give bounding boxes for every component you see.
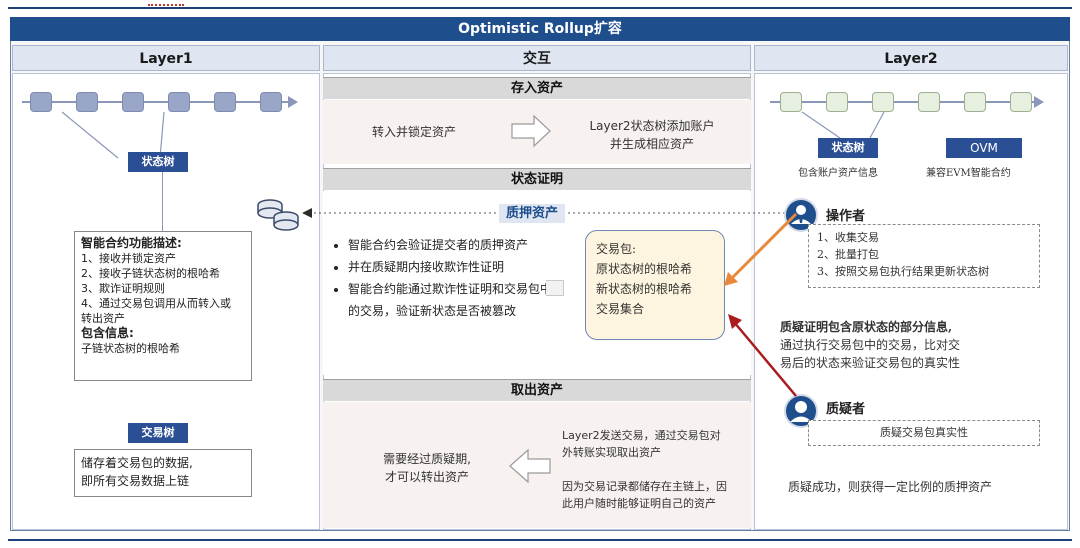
withdraw-right-text-1: Layer2发送交易，通过交易包对 外转账实现取出资产 — [562, 427, 747, 461]
bundle-line: 原状态树的根哈希 — [596, 262, 693, 276]
operator-item: 1、收集交易 — [817, 231, 879, 244]
stake-dashed-arrow — [302, 208, 498, 218]
challenge-note: 质疑证明包含原状态的部分信息, 通过执行交易包中的交易，比对交 易后的状态来验证… — [780, 318, 1050, 372]
operator-dashed-line — [568, 212, 788, 214]
withdraw-right-line: 外转账实现取出资产 — [562, 446, 661, 459]
contract-item: 转出资产 — [81, 312, 125, 325]
role-arrows — [724, 212, 798, 397]
operator-box: 1、收集交易 2、批量打包 3、按照交易包执行结果更新状态树 — [808, 224, 1040, 288]
proof-bullets: 智能合约会验证提交者的质押资产 并在质疑期内接收欺诈性证明 智能合约能通过欺诈性… — [334, 234, 556, 322]
state-tree-caption: 包含账户资产信息 — [798, 168, 878, 179]
proof-header: 状态证明 — [323, 168, 751, 190]
bundle-line: 交易集合 — [596, 302, 645, 316]
tx-bundle-box: 交易包: 原状态树的根哈希 新状态树的根哈希 交易集合 — [585, 230, 725, 340]
layer1-block — [214, 92, 236, 112]
layer2-block — [1010, 92, 1032, 112]
withdraw-header: 取出资产 — [323, 379, 751, 401]
proof-bullet: 智能合约会验证提交者的质押资产 — [348, 234, 556, 256]
withdraw-right-text-2: 因为交易记录都储存在主链上，因 此用户随时能够证明自己的资产 — [562, 478, 747, 512]
tx-tree-line: 即所有交易数据上链 — [81, 474, 190, 488]
operator-icon — [784, 198, 818, 232]
layer1-block — [76, 92, 98, 112]
contract-item: 1、接收并锁定资产 — [81, 252, 176, 265]
challenger-icon — [784, 394, 818, 428]
layer2-block — [918, 92, 940, 112]
layer2-block — [964, 92, 986, 112]
deposit-right-line: 并生成相应资产 — [609, 137, 694, 151]
diagram-title: Optimistic Rollup扩容 — [10, 17, 1070, 41]
right-arrow-icon — [511, 114, 551, 148]
layer2-chain-arrowhead — [1034, 96, 1044, 108]
proof-bullet: 并在质疑期内接收欺诈性证明 — [348, 256, 556, 278]
layer1-state-tree-label: 状态树 — [128, 152, 188, 172]
operator-item: 2、批量打包 — [817, 248, 879, 261]
bottom-divider-line — [8, 539, 1072, 541]
withdraw-right-line: 因为交易记录都储存在主链上，因 — [562, 480, 727, 493]
column-header-interaction: 交互 — [323, 45, 751, 71]
deposit-left-text: 转入并锁定资产 — [372, 125, 457, 139]
challenge-success-text: 质疑成功，则获得一定比例的质押资产 — [788, 480, 993, 494]
challenge-note-line: 易后的状态来验证交易包的真实性 — [780, 356, 961, 370]
layer1-vertical-connector — [162, 172, 163, 232]
layer1-tx-tree-label: 交易树 — [128, 423, 188, 443]
withdraw-right-line: Layer2发送交易，通过交易包对 — [562, 429, 721, 442]
bundle-line: 新状态树的根哈希 — [596, 282, 693, 296]
layer1-block — [30, 92, 52, 112]
layer1-block — [260, 92, 282, 112]
contract-item: 2、接收子链状态树的根哈希 — [81, 267, 220, 280]
operator-item: 3、按照交易包执行结果更新状态树 — [817, 265, 989, 278]
layer2-tree-connector — [801, 111, 885, 139]
layer2-state-tree-label: 状态树 — [818, 138, 878, 158]
ovm-caption: 兼容EVM智能合约 — [926, 168, 1011, 179]
deposit-header: 存入资产 — [323, 77, 751, 99]
left-arrow-icon — [509, 448, 551, 484]
layer2-chain-line — [770, 101, 1036, 103]
top-red-mark — [148, 3, 184, 6]
deposit-right-text: Layer2状态树添加账户 并生成相应资产 — [572, 117, 732, 153]
proof-bullet-arrow-tail — [546, 280, 564, 296]
layer1-block — [122, 92, 144, 112]
operator-title: 操作者 — [826, 209, 866, 224]
withdraw-left-text: 需要经过质疑期, 才可以转出资产 — [362, 450, 492, 486]
tx-tree-box: 储存着交易包的数据, 即所有交易数据上链 — [74, 449, 252, 497]
withdraw-left-line: 才可以转出资产 — [384, 470, 469, 484]
layer1-block — [168, 92, 190, 112]
include-heading: 包含信息: — [81, 326, 134, 340]
contract-description-box: 智能合约功能描述: 1、接收并锁定资产 2、接收子链状态树的根哈希 3、欺诈证明… — [74, 231, 252, 381]
proof-bullet: 智能合约能通过欺诈性证明和交易包中的交易，验证新状态是否被篡改 — [348, 278, 556, 322]
layer2-block — [872, 92, 894, 112]
deposit-right-line: Layer2状态树添加账户 — [589, 119, 715, 133]
challenge-note-line: 质疑证明包含原状态的部分信息, — [780, 320, 953, 334]
challenger-box: 质疑交易包真实性 — [808, 420, 1040, 446]
layer1-chain-arrowhead — [288, 96, 298, 108]
withdraw-left-line: 需要经过质疑期, — [383, 452, 471, 466]
bundle-line: 交易包: — [596, 242, 637, 256]
contract-item: 3、欺诈证明规则 — [81, 282, 165, 295]
withdraw-right-line: 此用户随时能够证明自己的资产 — [562, 497, 716, 510]
column-header-layer2: Layer2 — [754, 45, 1068, 71]
challenge-note-line: 通过执行交易包中的交易，比对交 — [780, 338, 961, 352]
contract-item: 4、通过交易包调用从而转入或 — [81, 297, 231, 310]
challenger-title: 质疑者 — [826, 402, 866, 417]
layer1-chain-line — [22, 101, 290, 103]
column-header-layer1: Layer1 — [12, 45, 320, 71]
coins-icon — [257, 199, 299, 231]
layer2-block — [780, 92, 802, 112]
layer2-block — [826, 92, 848, 112]
ovm-label: OVM — [946, 138, 1022, 158]
top-divider-line — [8, 7, 1072, 9]
stake-asset-label: 质押资产 — [499, 204, 565, 223]
layer1-tree-connector — [61, 111, 165, 159]
include-text: 子链状态树的根哈希 — [81, 342, 180, 355]
contract-heading: 智能合约功能描述: — [81, 236, 182, 250]
tx-tree-line: 储存着交易包的数据, — [81, 456, 193, 470]
